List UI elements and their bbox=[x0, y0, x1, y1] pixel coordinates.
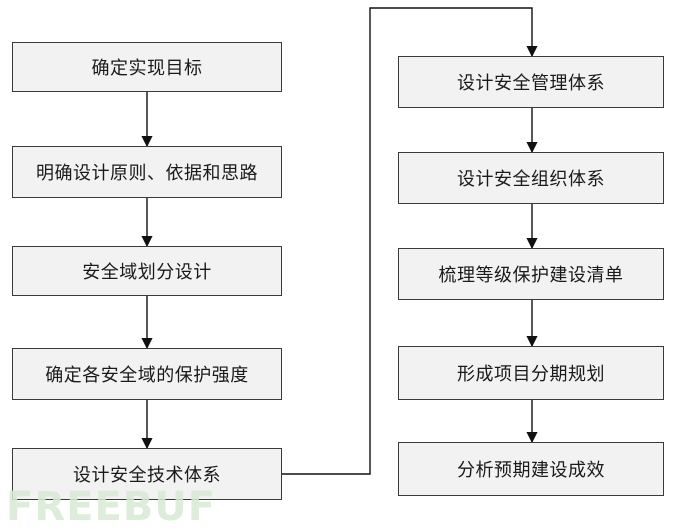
step-left-2-label: 明确设计原则、依据和思路 bbox=[36, 163, 258, 184]
watermark-logo: FREEBUF bbox=[6, 484, 217, 530]
step-right-1: 设计安全管理体系 bbox=[398, 56, 664, 108]
step-right-4-label: 形成项目分期规划 bbox=[457, 364, 605, 385]
step-right-2-label: 设计安全组织体系 bbox=[457, 169, 605, 190]
step-left-5: 设计安全技术体系 bbox=[12, 448, 282, 500]
step-right-3-label: 梳理等级保护建设清单 bbox=[438, 265, 624, 286]
step-left-5-label: 设计安全技术体系 bbox=[73, 465, 221, 486]
step-left-1: 确定实现目标 bbox=[12, 42, 282, 92]
step-left-3-label: 安全域划分设计 bbox=[82, 262, 212, 283]
step-right-5: 分析预期建设成效 bbox=[398, 442, 664, 496]
step-right-1-label: 设计安全管理体系 bbox=[457, 73, 605, 94]
step-left-2: 明确设计原则、依据和思路 bbox=[12, 146, 282, 198]
step-right-3: 梳理等级保护建设清单 bbox=[398, 248, 664, 300]
step-right-4: 形成项目分期规划 bbox=[398, 346, 664, 400]
step-left-3: 安全域划分设计 bbox=[12, 246, 282, 296]
step-right-2: 设计安全组织体系 bbox=[398, 152, 664, 204]
step-right-5-label: 分析预期建设成效 bbox=[457, 460, 605, 481]
step-left-4-label: 确定各安全域的保护强度 bbox=[45, 365, 249, 386]
step-left-1-label: 确定实现目标 bbox=[91, 58, 203, 79]
arrow-l5-r1 bbox=[282, 7, 538, 475]
step-left-4: 确定各安全域的保护强度 bbox=[12, 348, 282, 400]
